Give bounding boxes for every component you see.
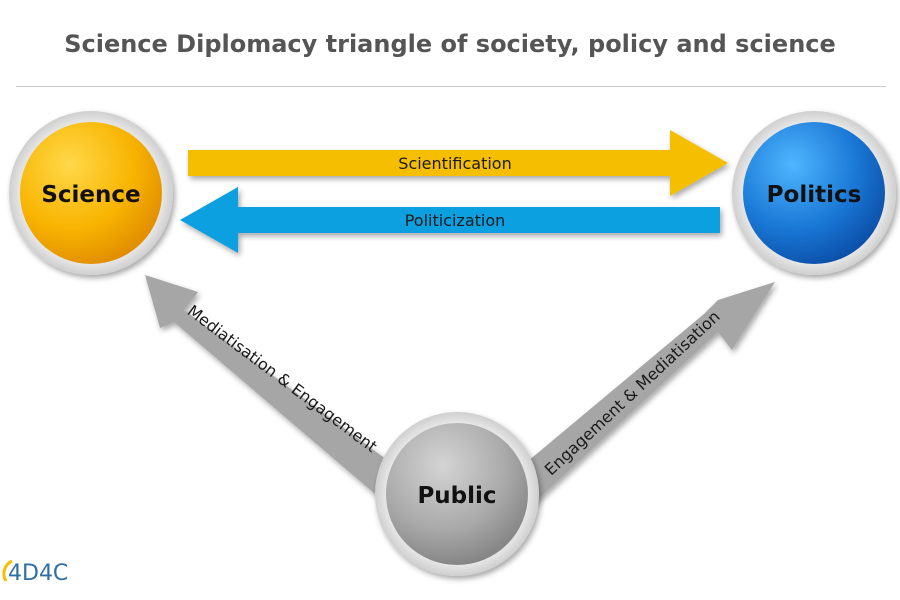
logo-arc-icon bbox=[2, 559, 13, 582]
arrow-public-to-politics bbox=[503, 282, 775, 505]
node-politics: Politics bbox=[732, 111, 896, 275]
arrow-scientification bbox=[188, 130, 728, 196]
arrow-politicization bbox=[180, 187, 720, 253]
4d4c-logo: 4D4C bbox=[2, 559, 68, 586]
logo-text: 4D4C bbox=[8, 561, 68, 586]
node-science-label: Science bbox=[41, 182, 140, 208]
node-politics-label: Politics bbox=[767, 182, 862, 208]
arrow-public-to-science bbox=[145, 275, 417, 505]
slide-title: Science Diplomacy triangle of society, p… bbox=[64, 30, 836, 58]
node-science: Science bbox=[9, 111, 173, 275]
engagement-mediatisation-label: Engagement & Mediatisation bbox=[541, 307, 724, 479]
title-divider bbox=[16, 86, 886, 87]
node-public-label: Public bbox=[417, 483, 496, 509]
politicization-label: Politicization bbox=[405, 211, 506, 230]
mediatisation-engagement-label: Mediatisation & Engagement bbox=[184, 301, 381, 456]
scientification-label: Scientification bbox=[398, 154, 511, 173]
node-public: Public bbox=[375, 412, 539, 576]
